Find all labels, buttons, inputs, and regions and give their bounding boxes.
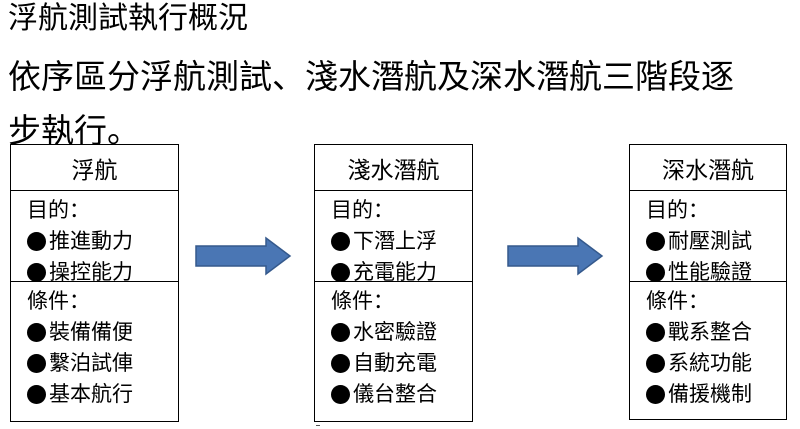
bullet-icon xyxy=(331,354,350,373)
condition-item: 備援機制 xyxy=(646,379,786,410)
purpose-item: 充電能力 xyxy=(331,257,472,288)
condition-item: 水密驗證 xyxy=(331,317,472,348)
purpose-section: 目的： 下潛上浮 充電能力 xyxy=(315,191,472,284)
right-arrow-icon xyxy=(507,236,604,276)
bullet-icon xyxy=(646,232,665,251)
condition-item: 戰系整合 xyxy=(646,317,786,348)
bullet-icon xyxy=(646,385,665,404)
text-caret xyxy=(316,425,320,426)
right-arrow-icon xyxy=(195,236,292,276)
purpose-label: 目的： xyxy=(646,198,709,222)
page-title: 浮航測試執行概況 xyxy=(8,1,248,36)
condition-label: 條件： xyxy=(646,289,709,313)
purpose-item: 操控能力 xyxy=(27,257,178,288)
condition-item: 自動充電 xyxy=(331,348,472,379)
bullet-icon xyxy=(331,232,350,251)
condition-label: 條件： xyxy=(27,289,90,313)
purpose-item: 推進動力 xyxy=(27,226,178,257)
condition-item: 裝備備便 xyxy=(27,317,178,348)
bullet-icon xyxy=(27,263,46,282)
condition-item: 儀台整合 xyxy=(331,379,472,410)
stage-box-shallow-dive: 淺水潛航 目的： 下潛上浮 充電能力 條件： 水密驗證 自動充電 儀台整合 xyxy=(314,144,473,422)
bullet-icon xyxy=(27,232,46,251)
bullet-icon xyxy=(27,323,46,342)
stage-box-surface: 浮航 目的： 推進動力 操控能力 條件： 裝備備便 繫泊試俥 基本航行 xyxy=(10,144,179,422)
stage-box-deep-dive: 深水潛航 目的： 耐壓測試 性能驗證 條件： 戰系整合 系統功能 備援機制 xyxy=(629,144,787,420)
condition-item: 系統功能 xyxy=(646,348,786,379)
purpose-label: 目的： xyxy=(331,198,394,222)
bullet-icon xyxy=(646,323,665,342)
bullet-icon xyxy=(27,354,46,373)
condition-section: 條件： 戰系整合 系統功能 備援機制 xyxy=(630,282,786,410)
description-line-2: 步執行。 xyxy=(8,111,140,150)
condition-item: 繫泊試俥 xyxy=(27,348,178,379)
purpose-item: 性能驗證 xyxy=(646,257,786,288)
purpose-item: 耐壓測試 xyxy=(646,226,786,257)
bullet-icon xyxy=(27,385,46,404)
bullet-icon xyxy=(331,385,350,404)
purpose-section: 目的： 推進動力 操控能力 xyxy=(11,191,178,284)
condition-section: 條件： 裝備備便 繫泊試俥 基本航行 xyxy=(11,282,178,410)
condition-item: 基本航行 xyxy=(27,379,178,410)
stage-title: 浮航 xyxy=(11,145,178,191)
purpose-label: 目的： xyxy=(27,198,90,222)
purpose-section: 目的： 耐壓測試 性能驗證 xyxy=(630,191,786,284)
stage-title: 淺水潛航 xyxy=(315,145,472,191)
condition-section: 條件： 水密驗證 自動充電 儀台整合 xyxy=(315,282,472,410)
bullet-icon xyxy=(646,354,665,373)
description: 依序區分浮航測試、淺水潛航及深水潛航三階段逐 步執行。 xyxy=(8,50,800,158)
stage-title: 深水潛航 xyxy=(630,145,786,191)
condition-label: 條件： xyxy=(331,289,394,313)
bullet-icon xyxy=(646,263,665,282)
description-line-1: 依序區分浮航測試、淺水潛航及深水潛航三階段逐 xyxy=(8,57,734,96)
bullet-icon xyxy=(331,323,350,342)
purpose-item: 下潛上浮 xyxy=(331,226,472,257)
bullet-icon xyxy=(331,263,350,282)
